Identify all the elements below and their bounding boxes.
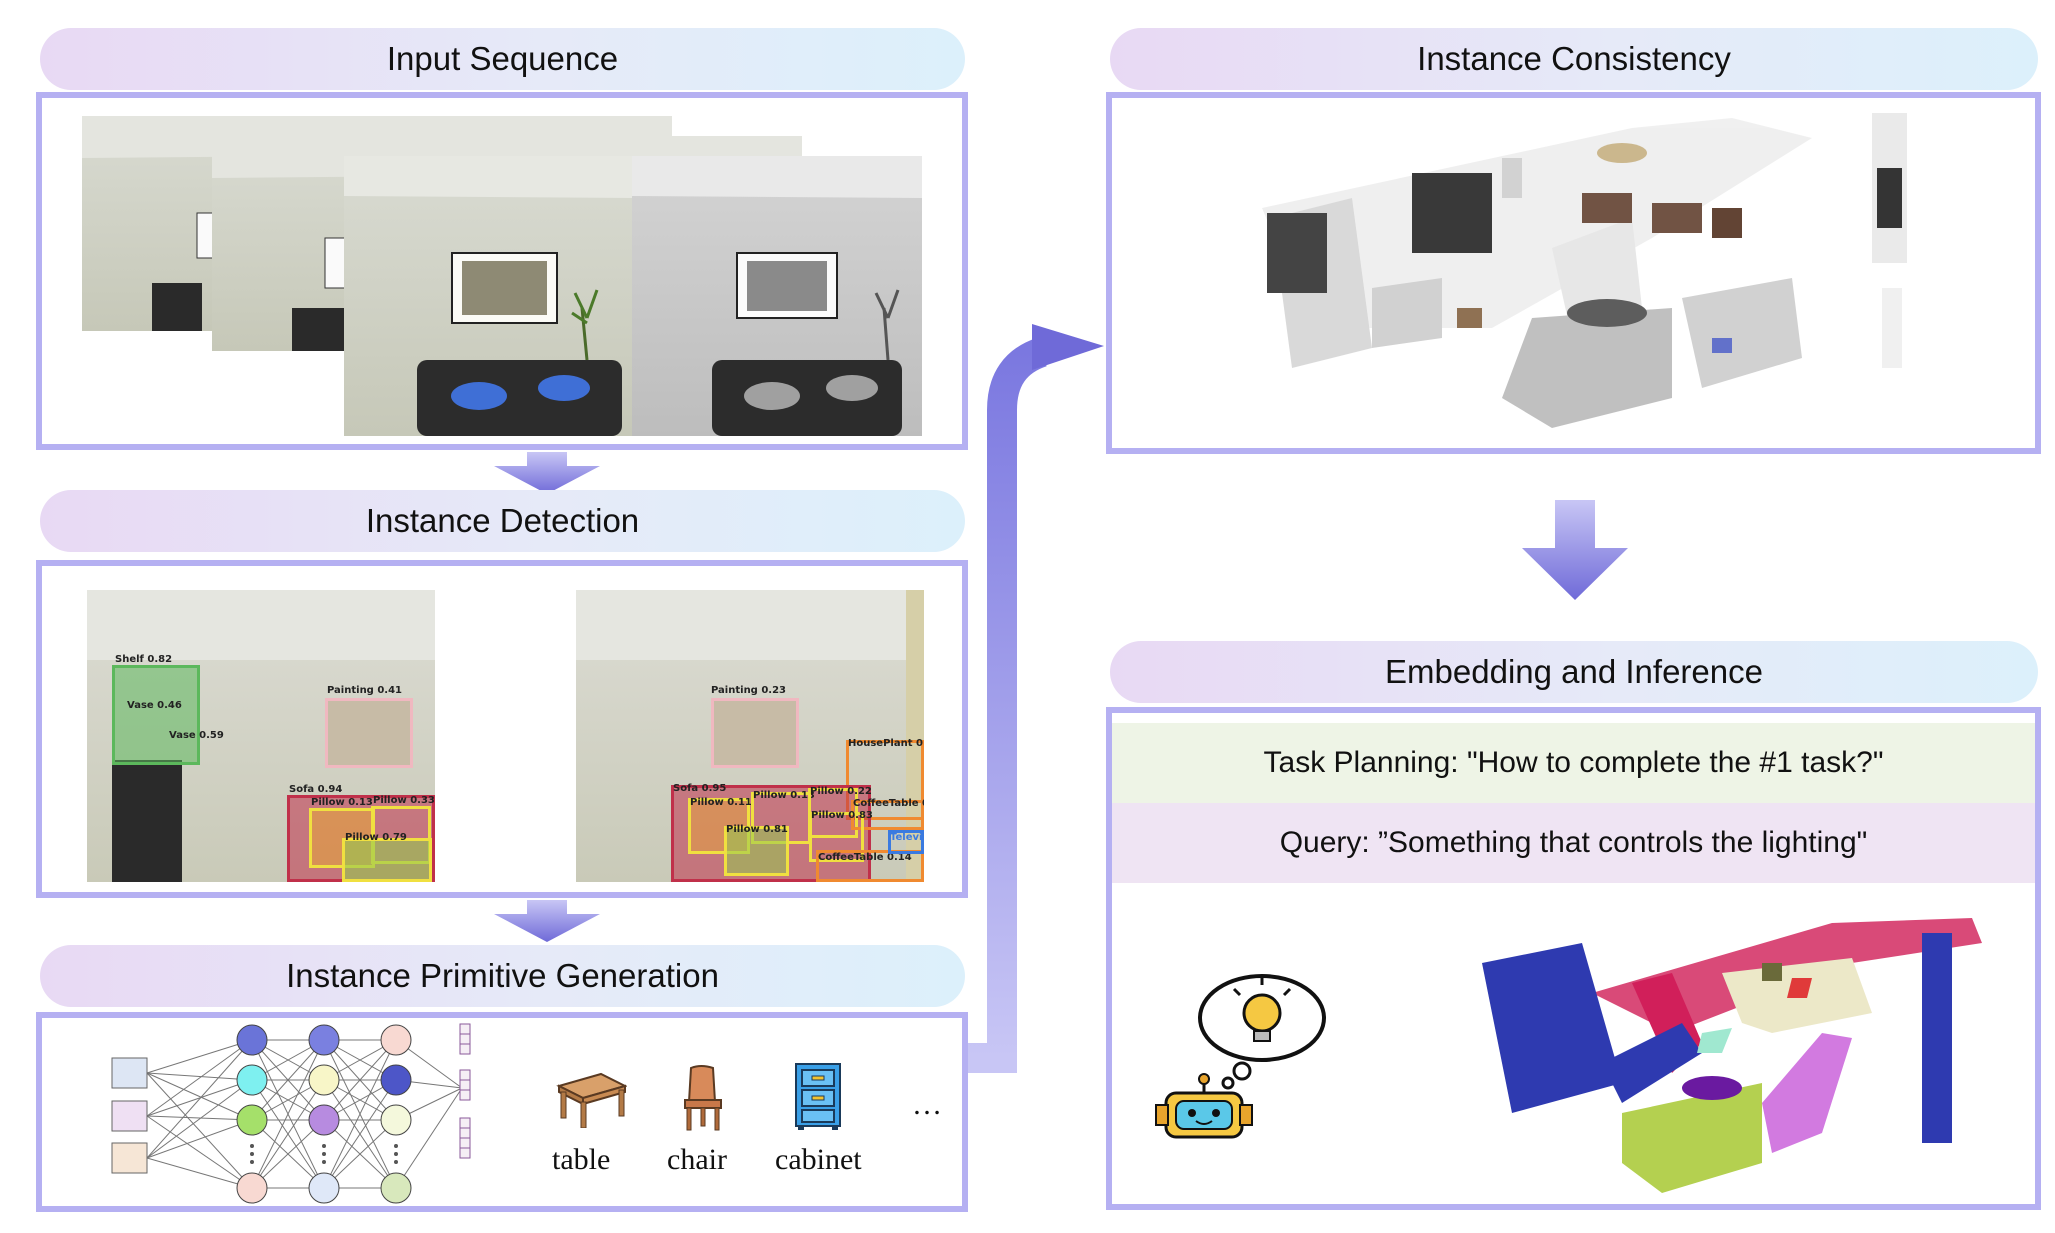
coffeetable-box <box>816 850 924 882</box>
det-label: HousePlant 0 <box>848 738 923 749</box>
instance-detection-title: Instance Detection <box>365 502 640 539</box>
det-label: Pillow 0.83 <box>811 810 873 821</box>
primitive-generation-panel: table chair cabinet … <box>36 1012 968 1212</box>
pillow-box <box>809 812 864 862</box>
det-label: Painting 0.41 <box>327 685 402 696</box>
connector-arrow-icon <box>968 324 1104 1073</box>
arrow-down-icon <box>494 452 600 494</box>
primitive-label-cabinet: cabinet <box>775 1143 862 1176</box>
primitive-generation-title: Instance Primitive Generation <box>286 957 719 994</box>
hidden-node <box>308 1172 340 1204</box>
arrow-down-icon <box>494 900 600 942</box>
hidden-node <box>380 1024 412 1056</box>
segmented-scene <box>1482 918 1982 1193</box>
task-planning-text: Task Planning: "How to complete the #1 t… <box>1263 746 1884 779</box>
det-label: Televi <box>890 832 923 843</box>
cabinet-icon <box>795 1063 841 1130</box>
embedding-inference-title-pill: Embedding and Inference <box>1110 641 2038 703</box>
det-label: Pillow 0.13 <box>753 790 815 801</box>
det-label: CoffeeTable 0 <box>853 798 924 809</box>
embedding-inference-panel: Task Planning: "How to complete the #1 t… <box>1106 707 2041 1210</box>
pointcloud-scene <box>1262 113 1907 428</box>
instance-detection-panel: Shelf 0.82 Vase 0.46 Vase 0.59 Painting … <box>36 560 968 898</box>
neural-network-diagram <box>111 1023 471 1204</box>
input-sequence-title: Input Sequence <box>386 40 619 77</box>
det-label: Pillow 0.81 <box>726 824 788 835</box>
det-label: Painting 0.23 <box>711 685 786 696</box>
arrow-down-icon <box>1522 500 1628 600</box>
det-label: Pillow 0.79 <box>345 832 407 843</box>
output-vector <box>459 1023 471 1159</box>
input-node <box>111 1142 148 1174</box>
table-icon <box>556 1072 627 1128</box>
painting-box <box>711 698 799 768</box>
primitive-generation-title-pill: Instance Primitive Generation <box>40 945 965 1007</box>
det-label: Pillow 0.33 <box>373 795 435 806</box>
pillow-box <box>342 838 432 882</box>
hidden-node <box>308 1064 340 1096</box>
query-text: Query: ”Something that controls the ligh… <box>1279 826 1868 859</box>
det-label: Shelf 0.82 <box>115 654 173 665</box>
ellipsis-dots <box>250 1144 398 1164</box>
det-label: CoffeeTable 0.14 <box>818 852 912 863</box>
shelf-box <box>112 665 200 765</box>
robot-idea-icon <box>1155 974 1326 1139</box>
hidden-node <box>380 1104 412 1136</box>
input-frames-illustration <box>82 116 922 436</box>
chair-icon <box>684 1065 722 1131</box>
detection-image-right: Painting 0.23 HousePlant 0 Sofa 0.95 Pil… <box>576 590 924 882</box>
input-node <box>111 1057 148 1089</box>
input-sequence-title-pill: Input Sequence <box>40 28 965 90</box>
hidden-node <box>380 1172 412 1204</box>
hidden-node <box>236 1024 268 1056</box>
task-planning-band: Task Planning: "How to complete the #1 t… <box>1112 723 2035 803</box>
network-connections <box>146 1039 463 1189</box>
hidden-node <box>236 1104 268 1136</box>
hidden-node <box>380 1064 412 1096</box>
det-label: Sofa 0.95 <box>673 783 727 794</box>
primitive-label-chair: chair <box>667 1143 727 1176</box>
instance-detection-title-pill: Instance Detection <box>40 490 965 552</box>
det-label: Pillow 0.22 <box>810 786 872 797</box>
primitive-ellipsis: … <box>912 1088 942 1121</box>
instance-consistency-title: Instance Consistency <box>1417 40 1731 77</box>
detection-image-left: Shelf 0.82 Vase 0.46 Vase 0.59 Painting … <box>87 590 435 882</box>
input-sequence-panel <box>36 92 968 450</box>
hidden-node <box>308 1024 340 1056</box>
coffeetable-box <box>851 800 924 830</box>
det-label: Sofa 0.94 <box>289 784 343 795</box>
painting-box <box>325 698 413 768</box>
det-label: Pillow 0.11 <box>690 797 752 808</box>
pillow-box <box>724 826 789 876</box>
query-band: Query: ”Something that controls the ligh… <box>1112 803 2035 883</box>
det-label: Vase 0.59 <box>169 730 224 741</box>
input-node <box>111 1100 148 1132</box>
det-label: Vase 0.46 <box>127 700 182 711</box>
det-label: Pillow 0.13 <box>311 797 373 808</box>
houseplant-box <box>846 740 924 820</box>
instance-consistency-title-pill: Instance Consistency <box>1110 28 2038 90</box>
primitive-label-table: table <box>552 1143 611 1176</box>
instance-consistency-panel <box>1106 92 2041 454</box>
hidden-node <box>236 1064 268 1096</box>
frame-3 <box>344 156 644 436</box>
television-box <box>888 830 924 854</box>
hidden-node <box>308 1104 340 1136</box>
embedding-inference-title: Embedding and Inference <box>1385 653 1763 690</box>
frame-4 <box>632 156 922 436</box>
hidden-node <box>236 1172 268 1204</box>
